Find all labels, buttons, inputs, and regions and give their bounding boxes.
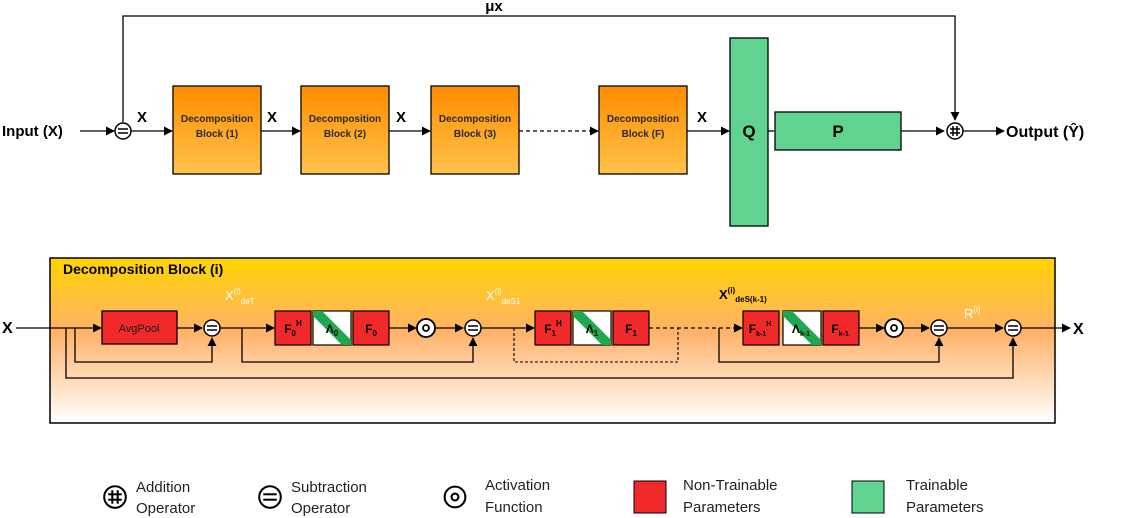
decomposition-block-detail: Decomposition Block (i) X AvgPool X(i)de… [2, 257, 1084, 424]
x-label-3: X [396, 109, 406, 126]
legend-addition-line2: Operator [136, 500, 195, 517]
x-label-2: X [267, 109, 277, 126]
detail-title: Decomposition Block (i) [63, 261, 223, 277]
block-1-line2: Block (1) [196, 129, 238, 140]
block-3-line1: Decomposition [439, 114, 511, 125]
top-pipeline: μx Input (X) X Decomposition Block (1) X… [2, 0, 1084, 227]
x-desk-label: X(i)deS(k-1) [719, 286, 767, 304]
svg-text:F1: F1 [625, 322, 637, 338]
p-label: P [832, 122, 843, 141]
legend-trainable-line2: Parameters [906, 499, 984, 516]
svg-text:F0: F0 [365, 322, 377, 338]
addition-operator-icon [946, 122, 964, 140]
activation-function-icon [884, 318, 904, 338]
fk1h-box [742, 310, 780, 346]
subtraction-operator-icon [114, 122, 132, 140]
avgpool-box [101, 310, 178, 345]
x-des1-label: X(i)deS1 [486, 287, 521, 306]
fk1-box [822, 310, 860, 346]
skip-label: μx [485, 0, 503, 15]
input-label: Input (X) [2, 123, 63, 140]
legend-nontrainable-line2: Parameters [683, 499, 761, 516]
lambdak1-box: Λk-1 [782, 310, 822, 346]
legend-subtraction-line2: Operator [291, 500, 350, 517]
block-1-line1: Decomposition [181, 114, 253, 125]
svg-text:Fk-1H: Fk-1H [749, 321, 772, 338]
decomposition-block-3 [430, 85, 520, 175]
detail-output-x: X [1073, 321, 1084, 338]
svg-text:Λ1: Λ1 [586, 322, 599, 338]
subtraction-operator-icon [258, 485, 282, 509]
q-matrix [729, 37, 769, 227]
legend-activation-line2: Function [485, 499, 543, 516]
legend-nontrainable-swatch [633, 480, 667, 514]
lambda1-box: Λ1 [572, 310, 612, 346]
x-det-label: X(i)deT [225, 287, 255, 306]
x-label-1: X [137, 109, 147, 126]
decomposition-block-1 [172, 85, 262, 175]
legend-addition-line1: Addition [136, 479, 190, 496]
block-3-line2: Block (3) [454, 129, 496, 140]
f0-box [352, 310, 390, 346]
block-f-line1: Decomposition [607, 114, 679, 125]
block-2-line1: Decomposition [309, 114, 381, 125]
subtraction-operator-icon [464, 319, 482, 337]
legend: Addition Operator Subtraction Operator A… [103, 477, 984, 517]
f0h-box [274, 310, 312, 346]
subtraction-operator-icon [1004, 319, 1022, 337]
svg-text:F0H: F0H [284, 319, 302, 338]
activation-function-icon [443, 485, 467, 509]
f1h-box [534, 310, 572, 346]
block-f-line2: Block (F) [622, 129, 665, 140]
q-label: Q [742, 122, 755, 141]
block-2-line2: Block (2) [324, 129, 366, 140]
legend-trainable-swatch [851, 480, 885, 514]
legend-trainable-line1: Trainable [906, 477, 968, 494]
avgpool-label: AvgPool [119, 323, 160, 335]
decomposition-block-2 [300, 85, 390, 175]
svg-text:Fk-1: Fk-1 [831, 322, 849, 338]
legend-nontrainable-line1: Non-Trainable [683, 477, 778, 494]
skip-connection-line [122, 15, 960, 122]
subtraction-operator-icon [203, 319, 221, 337]
svg-text:Λ0: Λ0 [326, 322, 339, 338]
detail-input-x: X [2, 320, 13, 337]
addition-operator-icon [103, 485, 127, 509]
legend-subtraction-line1: Subtraction [291, 479, 367, 496]
lambda0-box: Λ0 [312, 310, 352, 346]
activation-function-icon [416, 318, 436, 338]
output-label: Output (Ŷ) [1006, 122, 1084, 141]
legend-activation-line1: Activation [485, 477, 550, 494]
x-label-4: X [697, 109, 707, 126]
svg-text:F1H: F1H [544, 319, 562, 338]
svg-text:Λk-1: Λk-1 [792, 322, 810, 338]
subtraction-operator-icon [930, 319, 948, 337]
r-label: R(i) [964, 305, 981, 321]
decomposition-block-f [598, 85, 688, 175]
